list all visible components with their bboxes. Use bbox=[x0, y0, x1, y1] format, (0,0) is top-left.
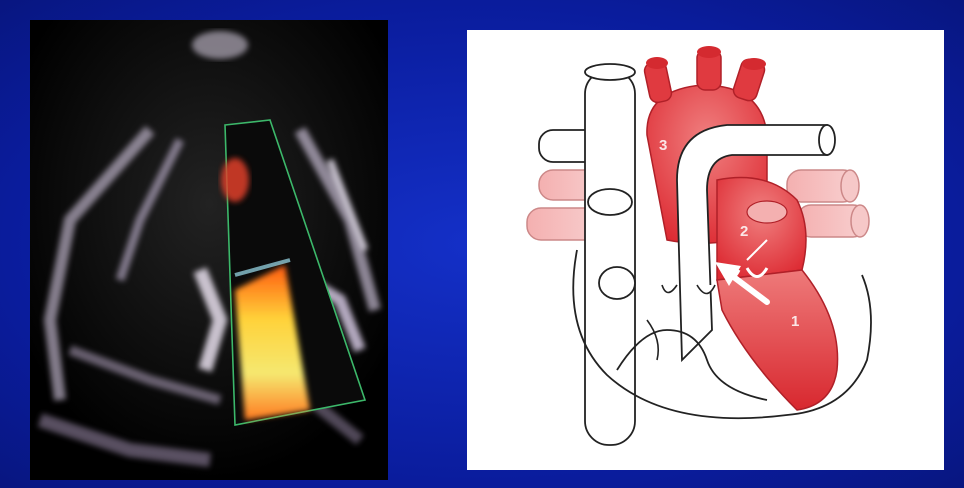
chamber-label-3: 3 bbox=[659, 137, 667, 154]
echo-svg bbox=[30, 20, 388, 480]
pulmonary-vein-opening bbox=[747, 201, 787, 223]
chamber-label-1: 1 bbox=[791, 313, 799, 330]
pulmonary-artery-end bbox=[819, 125, 835, 155]
transducer-apex bbox=[192, 31, 248, 59]
chamber-label-2: 2 bbox=[740, 223, 748, 240]
heart-diagram: 3 2 1 bbox=[467, 30, 944, 470]
echocardiogram-image bbox=[30, 20, 388, 480]
echo-field bbox=[30, 20, 388, 480]
heart-svg: 3 2 1 bbox=[467, 30, 944, 470]
chordae bbox=[647, 320, 658, 360]
vena-cava bbox=[585, 64, 635, 445]
ivc-opening bbox=[599, 267, 635, 299]
doppler-jet-upper bbox=[221, 158, 249, 202]
